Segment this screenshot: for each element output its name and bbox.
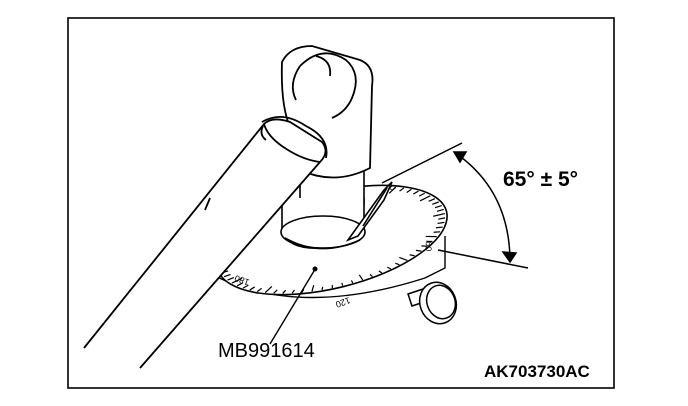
angle-indicator <box>381 142 529 269</box>
dial-tick <box>438 217 446 220</box>
dial-tick <box>434 205 442 209</box>
dial-number-120: 120 <box>334 295 352 310</box>
dial-tick <box>395 262 400 266</box>
dial-number-0: 0 <box>387 183 398 192</box>
clamp-knob <box>407 281 458 325</box>
tool-number-label: MB991614 <box>218 340 315 362</box>
dial-tick <box>388 186 397 194</box>
dial-tick <box>399 187 405 192</box>
dial-tick <box>435 226 443 229</box>
dial-tick <box>341 282 344 286</box>
dial-tick <box>433 212 446 217</box>
dial-tick <box>406 188 412 193</box>
dial-tick <box>358 274 364 281</box>
dial-number-60: 60 <box>423 241 434 252</box>
dial-tick <box>282 289 287 294</box>
dial-tick <box>409 254 415 257</box>
dial-tick <box>264 285 273 294</box>
dial-tick <box>419 195 431 202</box>
dial-tick <box>436 208 444 212</box>
dial-tick <box>236 282 244 287</box>
dial-tick <box>437 221 445 225</box>
dial-tick <box>415 249 422 252</box>
dial-tick <box>242 284 249 289</box>
dial-tick <box>231 277 243 284</box>
dial-tick <box>227 277 235 281</box>
dial-tick <box>428 198 436 202</box>
dial-tick <box>311 285 315 292</box>
dial-tick <box>249 286 256 291</box>
dial-tick <box>432 201 439 205</box>
dial-tick <box>291 289 295 294</box>
dial-tick <box>387 266 392 270</box>
tool-leader-line <box>269 266 318 345</box>
angle-label: 65° ± 5° <box>503 168 579 191</box>
dial-tick <box>418 192 425 197</box>
dial-tick <box>321 286 324 291</box>
dial-tick <box>350 280 354 284</box>
dial-tick <box>256 287 262 293</box>
dial-tick-marks <box>218 186 446 294</box>
dial-tick <box>378 270 383 274</box>
figure-frame <box>67 17 615 389</box>
dial-tick <box>369 273 373 278</box>
dial-tick <box>399 256 408 261</box>
dial-tick <box>273 289 278 294</box>
dial-tick <box>223 273 231 278</box>
dial-tick <box>412 190 419 195</box>
wrench-handle <box>83 116 328 369</box>
figure-code: AK703730AC <box>484 362 590 381</box>
dial-number-180: 180 <box>233 273 251 288</box>
